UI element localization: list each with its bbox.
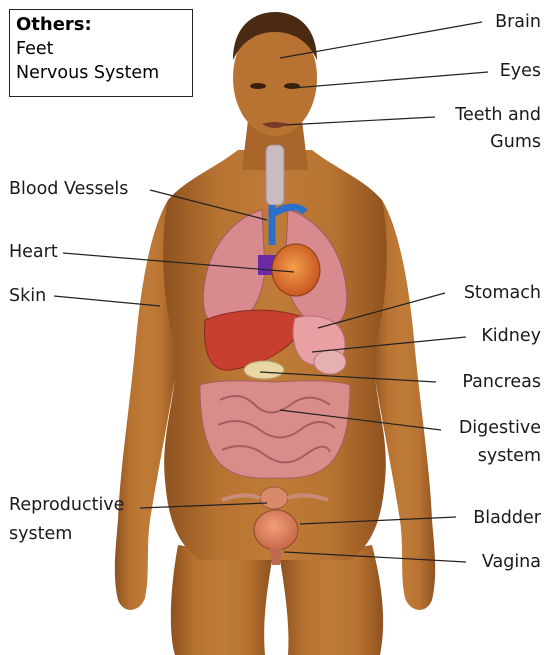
- label-eyes: Eyes: [500, 60, 541, 82]
- label-reproductive-line2: system: [9, 523, 72, 545]
- label-vagina: Vagina: [482, 551, 541, 573]
- others-item-feet: Feet: [16, 37, 186, 61]
- label-digestive-line2: system: [478, 445, 541, 467]
- label-bladder: Bladder: [473, 507, 541, 529]
- label-blood-vessels: Blood Vessels: [9, 178, 128, 200]
- leader-eyes: [293, 72, 488, 88]
- label-brain: Brain: [495, 11, 541, 33]
- label-digestive-line1: Digestive: [459, 417, 541, 439]
- label-skin: Skin: [9, 285, 46, 307]
- label-pancreas: Pancreas: [462, 371, 541, 393]
- leader-teeth: [285, 117, 435, 125]
- others-item-nervous-system: Nervous System: [16, 61, 186, 85]
- label-stomach: Stomach: [464, 282, 541, 304]
- others-title: Others:: [16, 13, 186, 37]
- label-teeth-line1: Teeth and: [455, 104, 541, 126]
- others-box: Others: Feet Nervous System: [9, 9, 193, 97]
- label-teeth-line2: Gums: [490, 131, 541, 153]
- label-kidney: Kidney: [481, 325, 541, 347]
- label-heart: Heart: [9, 241, 58, 263]
- label-reproductive-line1: Reproductive: [9, 494, 124, 516]
